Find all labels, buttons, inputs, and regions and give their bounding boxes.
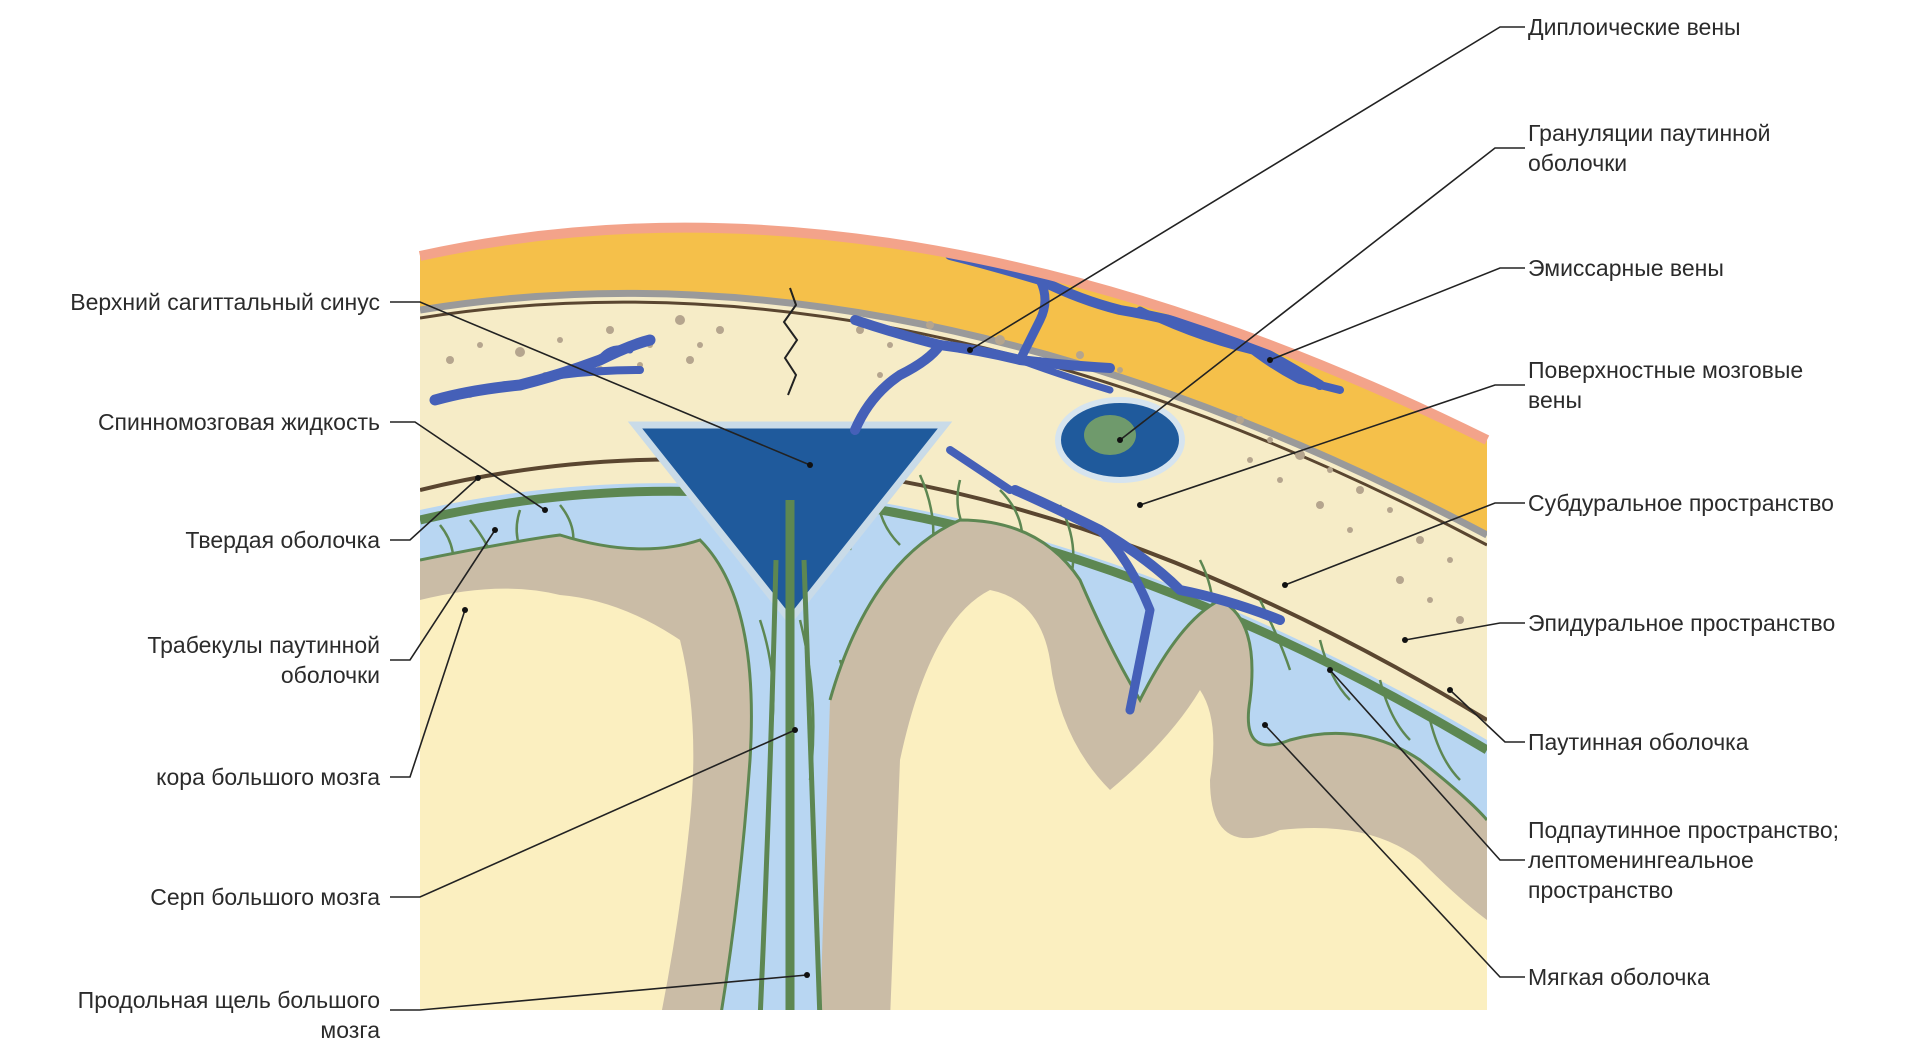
label-arachnoid-trabeculae: Трабекулы паутинной оболочки [147,630,380,690]
label-superficial-cerebral-veins-line2: вены [1528,385,1803,415]
label-arachnoid-trabeculae-line1: Трабекулы паутинной [147,630,380,660]
label-longitudinal-fissure-line1: Продольная щель большого [78,985,380,1015]
label-subdural-space-text: Субдуральное пространство [1528,488,1834,518]
label-subarachnoid-space-line1: Подпаутинное пространство; [1528,815,1839,845]
label-diploic-veins-text: Диплоические вены [1528,12,1741,42]
label-longitudinal-fissure-line2: мозга [78,1015,380,1045]
label-arachnoid-granulations-line2: оболочки [1528,148,1771,178]
label-dura-mater-text: Твердая оболочка [185,525,380,555]
label-epidural-space-text: Эпидуральное пространство [1528,608,1835,638]
label-cerebral-cortex: кора большого мозга [156,762,380,792]
label-superficial-cerebral-veins: Поверхностные мозговые вены [1528,355,1803,415]
label-longitudinal-fissure: Продольная щель большого мозга [78,985,380,1045]
label-arachnoid-mater-text: Паутинная оболочка [1528,727,1749,757]
label-arachnoid-mater: Паутинная оболочка [1528,727,1749,757]
label-cerebral-cortex-text: кора большого мозга [156,762,380,792]
label-dura-mater: Твердая оболочка [185,525,380,555]
label-pia-mater: Мягкая оболочка [1528,962,1710,992]
label-emissary-veins: Эмиссарные вены [1528,253,1724,283]
label-superficial-cerebral-veins-line1: Поверхностные мозговые [1528,355,1803,385]
label-falx-cerebri-text: Серп большого мозга [150,882,380,912]
label-superior-sagittal-sinus: Верхний сагиттальный синус [70,287,380,317]
label-subarachnoid-space-line3: пространство [1528,875,1839,905]
label-emissary-veins-text: Эмиссарные вены [1528,253,1724,283]
label-subdural-space: Субдуральное пространство [1528,488,1834,518]
label-csf: Спинномозговая жидкость [98,407,380,437]
label-superior-sagittal-sinus-text: Верхний сагиттальный синус [70,287,380,317]
label-arachnoid-trabeculae-line2: оболочки [147,660,380,690]
label-arachnoid-granulations-line1: Грануляции паутинной [1528,118,1771,148]
label-falx-cerebri: Серп большого мозга [150,882,380,912]
label-pia-mater-text: Мягкая оболочка [1528,962,1710,992]
label-subarachnoid-space-line2: лептоменингеальное [1528,845,1839,875]
label-csf-text: Спинномозговая жидкость [98,407,380,437]
white-matter-left [420,589,693,1020]
label-diploic-veins: Диплоические вены [1528,12,1741,42]
label-arachnoid-granulations: Грануляции паутинной оболочки [1528,118,1771,178]
label-subarachnoid-space: Подпаутинное пространство; лептоменингеа… [1528,815,1839,905]
label-epidural-space: Эпидуральное пространство [1528,608,1835,638]
